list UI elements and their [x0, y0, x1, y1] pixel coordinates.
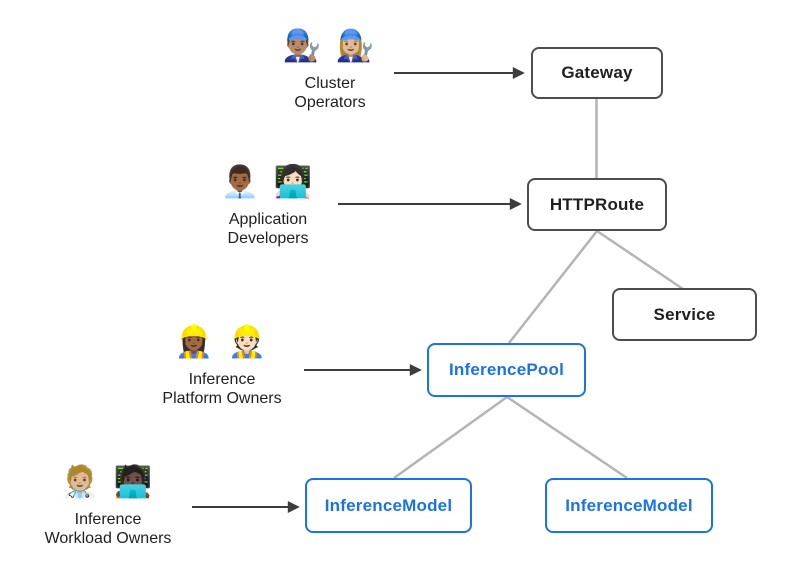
edge-httproute-inferencepool [508, 230, 598, 344]
workload-owners-emoji-icon: 🧑🏼‍⚕️ 🧑🏿‍💻 [60, 464, 156, 499]
actor-label-line: Inference [74, 510, 142, 528]
node-inferencemodel-left: InferenceModel [305, 478, 472, 533]
actor-label: Cluster Operators [220, 74, 440, 112]
actor-label-line: Application [228, 210, 308, 228]
node-label: Gateway [561, 63, 633, 82]
actor-label-line: Workload Owners [44, 529, 172, 547]
edge-httproute-service [596, 229, 684, 291]
node-gateway: Gateway [531, 47, 663, 99]
node-httproute: HTTPRoute [527, 178, 667, 231]
actor-label-line: Cluster [304, 74, 356, 92]
actor-cluster-operators: 👨🏽‍🔧 👩🏼‍🔧 Cluster Operators [220, 28, 440, 112]
mechanics-emoji-icon: 👨🏽‍🔧 👩🏼‍🔧 [282, 28, 378, 63]
developers-emoji-icon: 👨🏾‍💼 👩🏻‍💻 [220, 164, 316, 199]
construction-workers-emoji-icon: 👷🏾‍♀️ 👷🏻 [174, 324, 270, 359]
node-label: HTTPRoute [549, 194, 645, 214]
edge-inferencepool-inferencemodel-left [393, 395, 508, 480]
actor-label-line: Platform Owners [162, 389, 282, 407]
actor-label: Inference Workload Owners [0, 510, 218, 548]
actor-label: Application Developers [158, 210, 378, 248]
node-label: InferenceModel [565, 495, 693, 515]
node-inferencepool: InferencePool [427, 343, 586, 397]
actor-application-developers: 👨🏾‍💼 👩🏻‍💻 Application Developers [158, 164, 378, 248]
edge-inferencepool-inferencemodel-right [506, 395, 628, 480]
actor-label-line: Operators [294, 93, 366, 111]
node-label: Service [653, 304, 716, 324]
actor-label: Inference Platform Owners [112, 370, 332, 408]
node-inferencemodel-right: InferenceModel [545, 478, 713, 533]
actor-label-line: Developers [227, 229, 309, 247]
node-service: Service [612, 288, 757, 341]
node-label: InferenceModel [324, 495, 453, 515]
actor-label-line: Inference [188, 370, 256, 388]
actor-inference-workload-owners: 🧑🏼‍⚕️ 🧑🏿‍💻 Inference Workload Owners [0, 464, 218, 548]
actor-inference-platform-owners: 👷🏾‍♀️ 👷🏻 Inference Platform Owners [112, 324, 332, 408]
node-label: InferencePool [448, 360, 565, 379]
